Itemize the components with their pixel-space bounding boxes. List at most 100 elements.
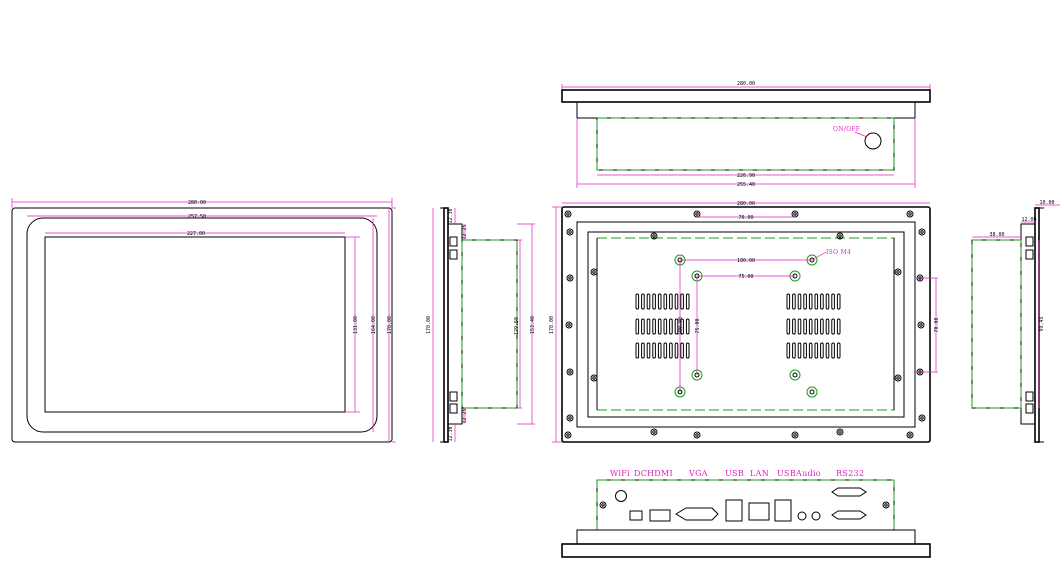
vesa-100-horizontal: 100.00 <box>737 258 755 264</box>
screw-hole-icon <box>650 428 658 436</box>
vent-slot <box>652 318 656 335</box>
vent-slot <box>680 342 684 359</box>
vent-slot <box>674 342 679 359</box>
vent-slot <box>797 293 802 310</box>
usb-port-2-icon <box>774 499 792 522</box>
side-bracket-top-1 <box>449 236 458 247</box>
side-inset-top: 12.25 <box>462 224 468 239</box>
right-depth-total: 10.00 <box>1039 200 1054 206</box>
rear-view: 280.00 100.00 75.00 100.00 <box>549 201 940 443</box>
side-front-plate <box>443 207 449 443</box>
vent-slot <box>646 342 651 359</box>
lan-port-icon <box>748 502 770 521</box>
port-label-lan: LAN <box>750 469 769 478</box>
screw-hole-icon <box>836 428 844 436</box>
right-view: 10.00 12.00 38.00 99.45 <box>971 200 1060 443</box>
port-label-usb-1: USB <box>725 469 744 478</box>
vent-slot <box>792 318 796 335</box>
vent-slot <box>674 293 679 310</box>
vent-slot <box>680 293 684 310</box>
port-label-vga: VGA <box>688 469 708 478</box>
vent-slot <box>808 318 813 335</box>
rear-frame-holes <box>564 210 926 439</box>
wifi-antenna-icon <box>615 490 627 502</box>
top-width-body: 226.90 <box>737 173 755 179</box>
screw-hole-icon <box>693 431 701 439</box>
vent-slot <box>792 342 796 359</box>
front-height-screen: 131.00 <box>353 316 359 334</box>
screw-hole-icon <box>918 414 926 422</box>
front-outer-frame <box>11 207 393 443</box>
vent-slot <box>831 318 835 335</box>
screw-hole-icon <box>566 228 574 236</box>
vent-slot <box>652 342 656 359</box>
top-width-outer: 280.00 <box>737 81 755 87</box>
screw-hole-icon <box>917 321 925 329</box>
screw-hole-icon <box>590 374 598 382</box>
usb-port-1-icon <box>725 499 743 522</box>
port-label-rs232: RS232 <box>836 469 864 478</box>
front-height-outer: 178.00 <box>387 316 393 334</box>
io-port-labels: WiFi DC HDMI VGA USB LAN USB Audio RS232 <box>610 469 864 478</box>
vent-slot <box>808 342 813 359</box>
vent-slot <box>797 318 802 335</box>
vent-slot <box>641 293 645 310</box>
vent-slot <box>663 342 668 359</box>
port-label-wifi: WiFi <box>610 469 630 478</box>
power-switch-icon <box>864 132 882 150</box>
io-frame <box>576 529 916 545</box>
vent-right <box>786 293 841 359</box>
side-body <box>461 239 518 409</box>
vent-slot <box>657 318 662 335</box>
vent-slot <box>786 342 791 359</box>
vent-slot <box>669 318 673 335</box>
screw-hole-icon <box>894 374 902 382</box>
port-label-usb-2: USB <box>777 469 796 478</box>
vent-slot <box>652 293 656 310</box>
vent-slot <box>657 293 662 310</box>
vent-slot <box>635 318 640 335</box>
side-edge-top: 12.30 <box>448 208 454 223</box>
vent-slot <box>635 342 640 359</box>
rear-frame-inner <box>576 221 916 428</box>
screw-hole-icon <box>564 431 572 439</box>
io-view: WiFi DC HDMI VGA USB LAN USB Audio RS232 <box>561 469 931 558</box>
screw-hole-icon <box>836 232 844 240</box>
screw-hole-icon <box>565 321 573 329</box>
side-bracket-bottom-1 <box>449 391 458 402</box>
screw-hole-icon <box>791 431 799 439</box>
vent-slot <box>836 318 841 335</box>
vent-slot <box>836 293 841 310</box>
side-body-height: 129.50 <box>514 317 520 335</box>
vent-slot <box>657 342 662 359</box>
vent-slot <box>646 318 651 335</box>
vent-slot <box>792 293 796 310</box>
vent-slot <box>820 342 824 359</box>
vent-slot <box>669 342 673 359</box>
vent-slot <box>646 293 651 310</box>
vent-slot <box>803 293 807 310</box>
vent-slot <box>803 318 807 335</box>
right-depth-frame: 12.00 <box>1021 217 1036 223</box>
vent-slot <box>836 342 841 359</box>
port-label-dc: DC <box>634 469 647 478</box>
rear-hole-spacing-side: 70.00 <box>934 317 940 332</box>
dc-port-icon <box>629 510 643 521</box>
screw-hole-icon <box>590 268 598 276</box>
screw-hole-icon <box>693 210 701 218</box>
rear-height-outer: 178.00 <box>549 316 555 334</box>
front-height-bezel: 164.00 <box>371 316 377 334</box>
screw-hole-icon <box>650 232 658 240</box>
side-edge-bottom: 12.30 <box>448 426 454 441</box>
vent-slot <box>674 318 679 335</box>
vesa-100-vertical: 100.00 <box>678 317 684 335</box>
vent-slot <box>641 318 645 335</box>
screw-hole-icon <box>566 274 574 282</box>
side-height-outer: 178.00 <box>426 316 432 334</box>
vent-slot <box>663 293 668 310</box>
side-inset-bottom: 12.25 <box>462 408 468 423</box>
audio-jack-2-icon <box>811 511 821 521</box>
vent-slot <box>814 293 819 310</box>
front-width-outer: 280.00 <box>188 200 206 206</box>
